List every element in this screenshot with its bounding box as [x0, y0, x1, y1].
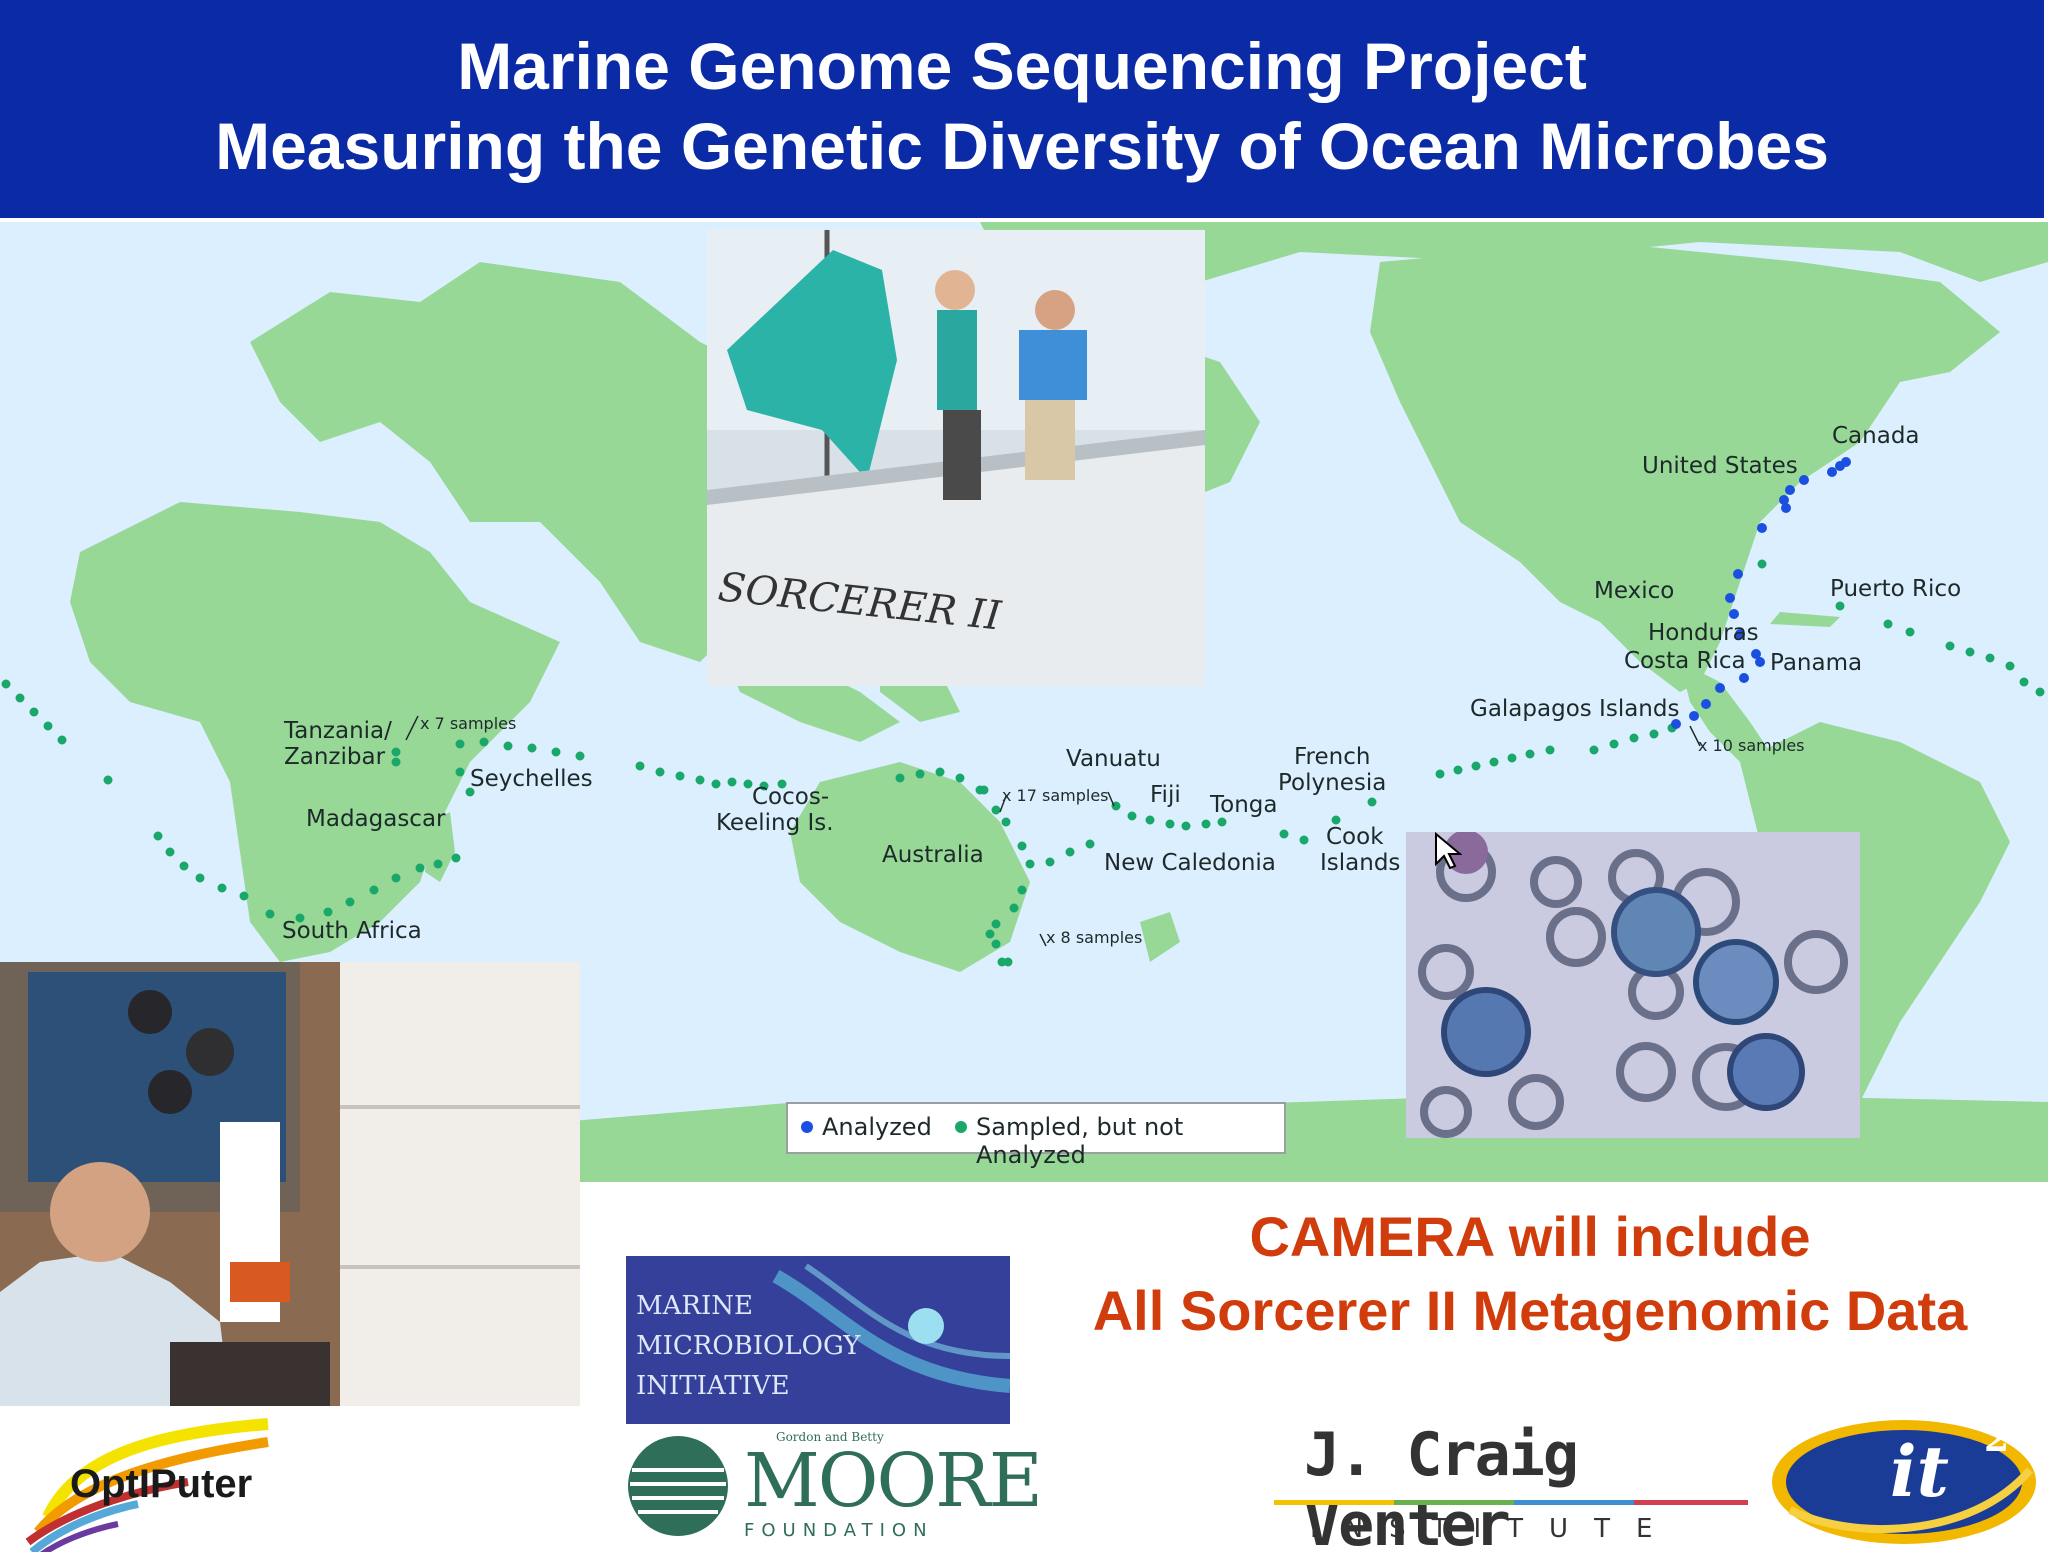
moore-text: MOORE [744, 1438, 1043, 1524]
label-cook: Cook [1326, 824, 1384, 850]
mouse-cursor-icon [1435, 832, 1462, 870]
label-seychelles: Seychelles [470, 766, 593, 792]
it2-superscript: 2 [1984, 1418, 2010, 1460]
title-line-2: Measuring the Genetic Diversity of Ocean… [215, 109, 1829, 183]
label-puerto-rico: Puerto Rico [1830, 576, 1962, 602]
foundation-text: FOUNDATION [744, 1520, 934, 1541]
label-new-caledonia: New Caledonia [1104, 850, 1276, 876]
label-tanzania: Tanzania/ [284, 718, 392, 744]
label-x7-samples: x 7 samples [420, 714, 517, 733]
label-south-africa: South Africa [282, 918, 422, 944]
jcvi-rule [1274, 1500, 1748, 1505]
marine-microbiology-logo: MARINE MICROBIOLOGY INITIATIVE [626, 1256, 1010, 1424]
label-galapagos: Galapagos Islands [1470, 696, 1680, 722]
marine-line-1: MARINE [636, 1291, 753, 1321]
moore-foundation-logo: Gordon and Betty MOORE FOUNDATION [626, 1428, 1043, 1541]
label-x17-samples: x 17 samples [1002, 786, 1109, 805]
label-cocos: Cocos- [752, 784, 830, 810]
sampled-dot-icon [955, 1121, 967, 1133]
camera-line-1: CAMERA will include [1249, 1205, 1811, 1268]
title-banner: Marine Genome Sequencing Project Measuri… [0, 0, 2044, 218]
marine-line-2: MICROBIOLOGY [636, 1331, 861, 1361]
moore-small-text: Gordon and Betty [776, 1430, 884, 1444]
analyzed-dot-icon [801, 1121, 813, 1133]
label-fiji: Fiji [1150, 782, 1181, 808]
label-polynesia: Polynesia [1278, 770, 1387, 796]
scientist-microscope-photo [0, 962, 580, 1406]
label-french: French [1294, 744, 1371, 770]
microbe-microscope-photo [1406, 832, 1860, 1138]
label-islands: Islands [1320, 850, 1401, 876]
institute-text: INSTITUTE [1310, 1514, 1679, 1544]
legend-sampled: Sampled, but not Analyzed [976, 1113, 1184, 1169]
label-mexico: Mexico [1594, 578, 1675, 604]
marine-line-3: INITIATIVE [636, 1371, 790, 1401]
label-united-states: United States [1642, 453, 1798, 479]
map-legend: Analyzed Sampled, but not Analyzed [786, 1102, 1286, 1169]
label-madagascar: Madagascar [306, 806, 446, 832]
label-zanzibar: Zanzibar [284, 744, 386, 770]
legend-analyzed: Analyzed [822, 1113, 932, 1141]
analyzed-dots [1671, 457, 1851, 729]
title-line-1: Marine Genome Sequencing Project [457, 29, 1587, 103]
camera-line-2: All Sorcerer II Metagenomic Data [1092, 1279, 1968, 1342]
label-keeling: Keeling Is. [716, 810, 834, 836]
sorcerer-boat-photo: SORCERER II [707, 230, 1205, 686]
label-panama: Panama [1770, 650, 1863, 676]
optiputer-logo: OptIPuter [18, 1412, 308, 1560]
callout-lines [405, 715, 1701, 947]
label-costa-rica: Costa Rica [1624, 648, 1746, 674]
sampled-dots [1, 559, 2045, 967]
label-x8-samples: x 8 samples [1046, 928, 1143, 947]
label-x10-samples: x 10 samples [1698, 736, 1805, 755]
optiputer-text: OptIPuter [70, 1462, 253, 1506]
label-canada: Canada [1832, 423, 1920, 449]
label-tonga: Tonga [1210, 792, 1278, 818]
label-honduras: Honduras [1648, 620, 1759, 646]
label-australia: Australia [882, 842, 984, 868]
it2-logo: it 2 [1770, 1410, 2042, 1550]
jcvi-logo: J. Craig Venter INSTITUTE [1270, 1420, 1750, 1560]
label-vanuatu: Vanuatu [1066, 746, 1161, 772]
it2-text: it [1890, 1430, 1949, 1513]
